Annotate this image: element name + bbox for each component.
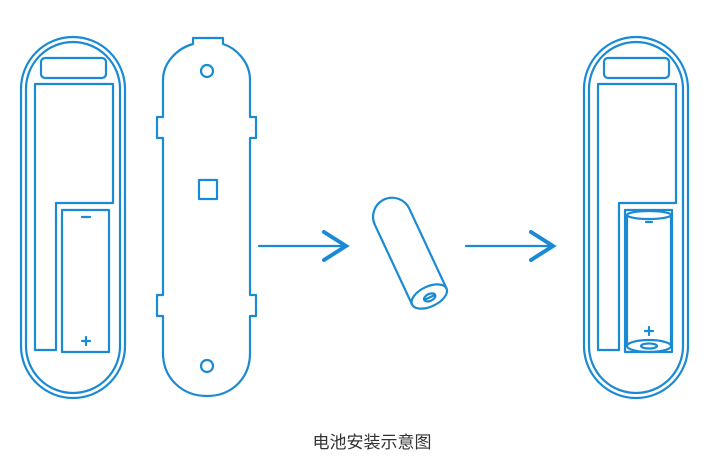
- battery-slot-empty: [60, 208, 111, 354]
- diagram-caption: 电池安装示意图: [312, 433, 432, 453]
- device-open-empty: [19, 35, 127, 400]
- battery: [372, 196, 449, 310]
- arrow-right-icon: [464, 230, 557, 262]
- square-cutout: [197, 178, 219, 201]
- device-open-with-battery: [582, 35, 690, 400]
- arrow-right-icon: [257, 230, 350, 262]
- screw-hole: [199, 358, 215, 374]
- back-cover: [155, 36, 258, 398]
- plus-mark: [80, 335, 92, 347]
- screw-hole: [199, 63, 215, 79]
- installed-battery: [625, 209, 673, 354]
